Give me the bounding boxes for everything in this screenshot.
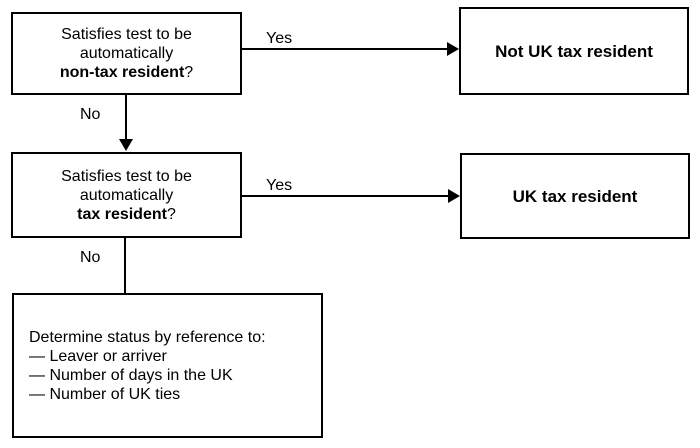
node-text-bold: non-tax resident: [59, 64, 185, 81]
edge-label-yes-bottom: Yes: [266, 177, 293, 194]
node-text-suffix: ?: [166, 205, 176, 223]
node-text-line: UK tax resident: [512, 186, 638, 206]
arrowhead-right-icon: [448, 189, 460, 203]
connector-no-bottom-line: [124, 238, 126, 293]
node-text-line: non-tax resident?: [60, 63, 193, 82]
list-item: — Number of days in the UK: [29, 366, 233, 384]
arrowhead-down-icon: [119, 139, 133, 151]
arrowhead-right-icon: [447, 42, 459, 56]
node-outcome-uk-tax-resident: UK tax resident: [460, 153, 690, 239]
node-test-automatic-tax-resident: Satisfies test to be automatically tax r…: [11, 152, 242, 238]
node-heading: Determine status by reference to:: [29, 328, 266, 346]
node-text-bold: tax resident: [77, 205, 167, 223]
node-text-line: automatically: [79, 186, 174, 204]
node-determine-status: Determine status by reference to: — Leav…: [12, 293, 323, 438]
node-text-suffix: ?: [184, 64, 194, 81]
node-text-line: Not UK tax resident: [495, 41, 653, 61]
node-text-line: Satisfies test to be: [61, 167, 192, 185]
node-text-line: tax resident?: [77, 205, 176, 224]
arrow-no-top-line: [125, 95, 127, 140]
list-item: — Number of UK ties: [29, 385, 181, 403]
edge-label-no-bottom: No: [80, 249, 101, 266]
node-test-automatic-non-tax-resident: Satisfies test to be automatically non-t…: [11, 12, 242, 95]
node-text-line: automatically: [79, 45, 174, 62]
edge-label-yes-top: Yes: [266, 30, 293, 47]
node-outcome-not-uk-tax-resident: Not UK tax resident: [459, 7, 689, 95]
edge-label-no-top: No: [80, 106, 101, 123]
arrow-yes-top-line: [242, 48, 449, 50]
node-text-line: Satisfies test to be: [61, 26, 192, 43]
list-item: — Leaver or arriver: [29, 347, 167, 365]
arrow-yes-bottom-line: [242, 195, 448, 197]
